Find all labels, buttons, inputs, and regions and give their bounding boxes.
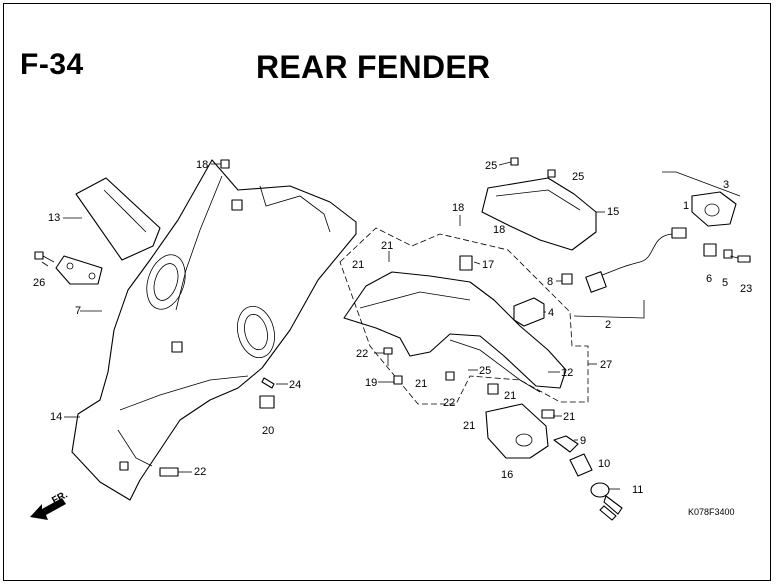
part-5-washer [723,249,733,259]
callout-21d: 21 [504,390,516,402]
callout-labels: 18 13 26 7 14 24 20 22 25 25 15 18 18 21… [33,159,752,496]
part-1-switch [671,227,687,239]
part-7-bracket [55,255,103,285]
callout-13: 13 [48,212,60,224]
callout-22b: 22 [356,348,368,360]
fr-label: FR. [50,489,70,506]
callout-11: 11 [632,484,643,496]
callout-1: 1 [683,200,689,212]
callout-21a: 21 [381,240,393,252]
callout-8: 8 [547,276,553,288]
drawing-code: K078F3400 [688,507,735,517]
callout-4: 4 [548,307,554,319]
callout-21e: 21 [563,411,575,423]
group-bracket-1-3 [662,171,741,197]
part-21-clips-lower [487,383,555,419]
part-9-cover [553,435,579,453]
sheet-code: F-34 [20,48,84,81]
callout-25b: 25 [572,171,584,183]
part-13-plate [75,177,161,261]
callout-18a: 18 [196,159,208,171]
part-10-plate [569,453,593,477]
callout-2: 2 [605,319,611,331]
part-24-screw [261,377,275,389]
part-22-bolt-center [383,347,393,366]
part-11-lock-keys [590,482,623,521]
part-22-bolt-lower [445,371,455,381]
part-22-bolt [159,467,179,477]
callout-21c: 21 [415,378,427,390]
callout-26: 26 [33,277,45,289]
part-20-clip [259,395,275,409]
part-25-screws [510,157,556,178]
callout-24: 24 [289,379,301,391]
callout-25a: 25 [485,160,497,172]
part-6-grommet [703,243,717,257]
part-18-screw [220,159,230,169]
callout-9: 9 [580,435,586,447]
part-8-nut [561,273,573,285]
callout-14: 14 [50,411,62,423]
diagram-title: REAR FENDER [256,49,491,85]
part-3-switch-housing [691,191,737,227]
callout-7: 7 [75,305,81,317]
assembly-27-outline [339,227,589,405]
part-12-inner-fender [343,255,567,393]
part-4-reflector [513,297,545,327]
callout-16: 16 [501,469,513,481]
front-direction-arrow: FR. [30,489,70,520]
part-23-bolt [737,255,751,263]
callout-18b: 18 [452,202,464,214]
callout-3: 3 [723,179,729,191]
callout-25c: 25 [479,365,491,377]
diagram-frame [3,3,771,581]
leader-lines [41,161,739,490]
part-14-rear-fender [71,159,357,501]
callout-22a: 22 [194,466,206,478]
callout-10: 10 [598,458,610,470]
callout-21f: 21 [463,420,475,432]
callout-23: 23 [740,283,752,295]
callout-21b: 21 [352,259,364,271]
part-2-wire-harness [585,233,673,293]
callout-27: 27 [600,359,612,371]
callout-22c: 22 [443,397,455,409]
callout-20: 20 [262,425,274,437]
callout-6: 6 [706,273,712,285]
callout-18c: 18 [493,224,505,236]
part-26-bolt [34,251,55,263]
callout-19: 19 [365,377,377,389]
part-15-cover [481,177,597,251]
callout-12: 12 [561,367,573,379]
callout-15: 15 [607,206,619,218]
callout-17: 17 [482,259,494,271]
part-16-lock-bracket [485,403,549,459]
group-bracket-2 [573,300,645,319]
callout-5: 5 [722,277,728,289]
part-19-bolt [393,375,403,385]
